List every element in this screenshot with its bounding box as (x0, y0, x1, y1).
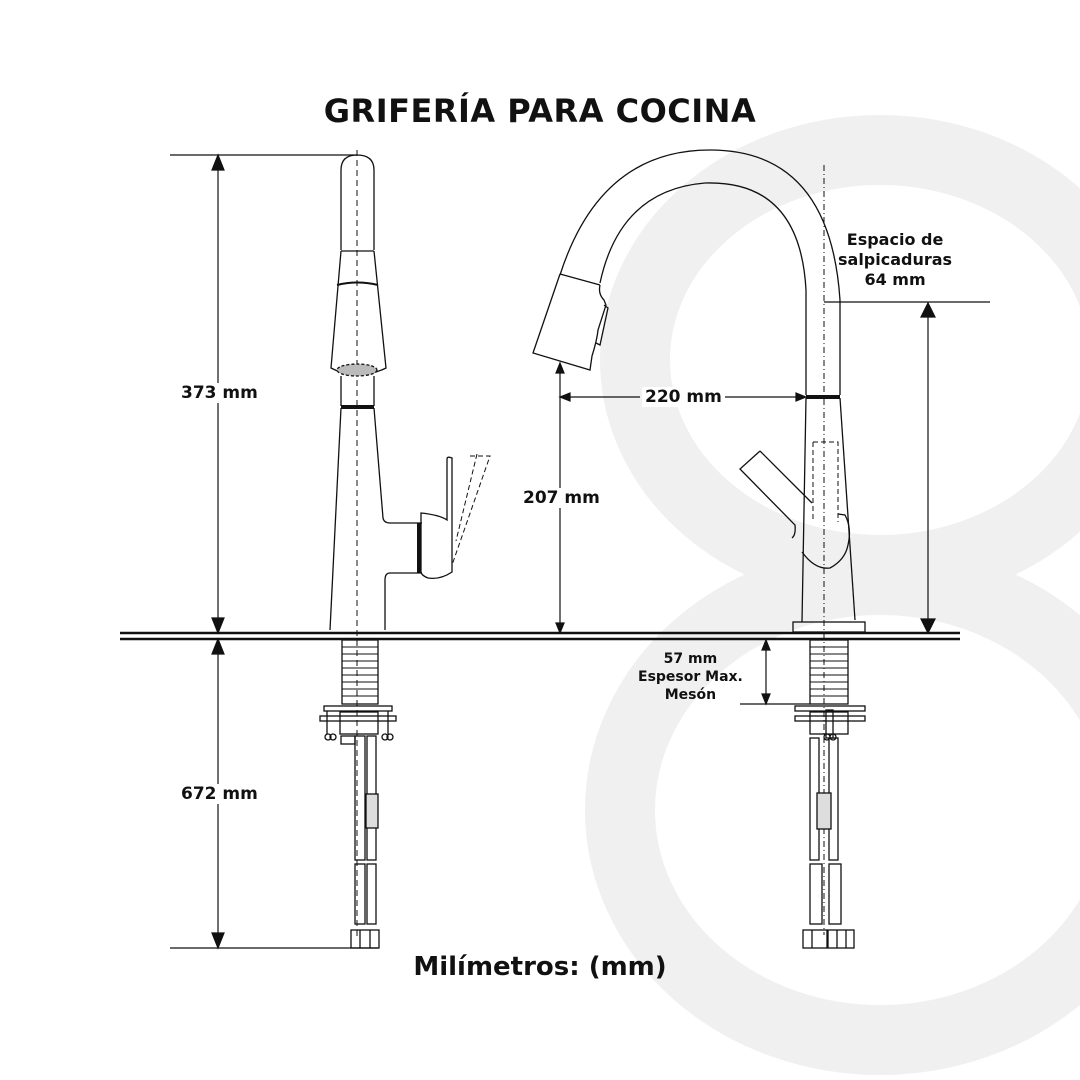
dimension-label-total-height: 373 mm (178, 383, 261, 403)
countertop (120, 631, 960, 641)
splash-line-2: salpicaduras (838, 250, 953, 269)
splash-line-3: 64 mm (864, 270, 926, 289)
dimension-label-hose-length: 672 mm (178, 784, 261, 804)
counter-line-2: Espesor Max. (638, 669, 743, 685)
dimension-label-spout-height: 207 mm (520, 488, 603, 508)
counter-line-3: Mesón (664, 687, 717, 703)
watermark-logo (585, 115, 1080, 1075)
units-footer: Milímetros: (mm) (413, 952, 667, 982)
front-view-faucet (532, 149, 866, 949)
right-dimension-lines (555, 301, 990, 706)
diagram-title: GRIFERÍA PARA COCINA (323, 92, 757, 130)
dimension-label-counter-thickness: 57 mm Espesor Max. Mesón (638, 650, 743, 704)
side-view-faucet (319, 150, 491, 949)
counter-line-1: 57 mm (663, 651, 718, 667)
dimension-label-splash-space: Espacio de salpicaduras 64 mm (838, 230, 952, 290)
splash-line-1: Espacio de (846, 230, 944, 249)
left-dimension-lines (170, 153, 378, 950)
dimension-label-spout-reach: 220 mm (642, 387, 725, 407)
